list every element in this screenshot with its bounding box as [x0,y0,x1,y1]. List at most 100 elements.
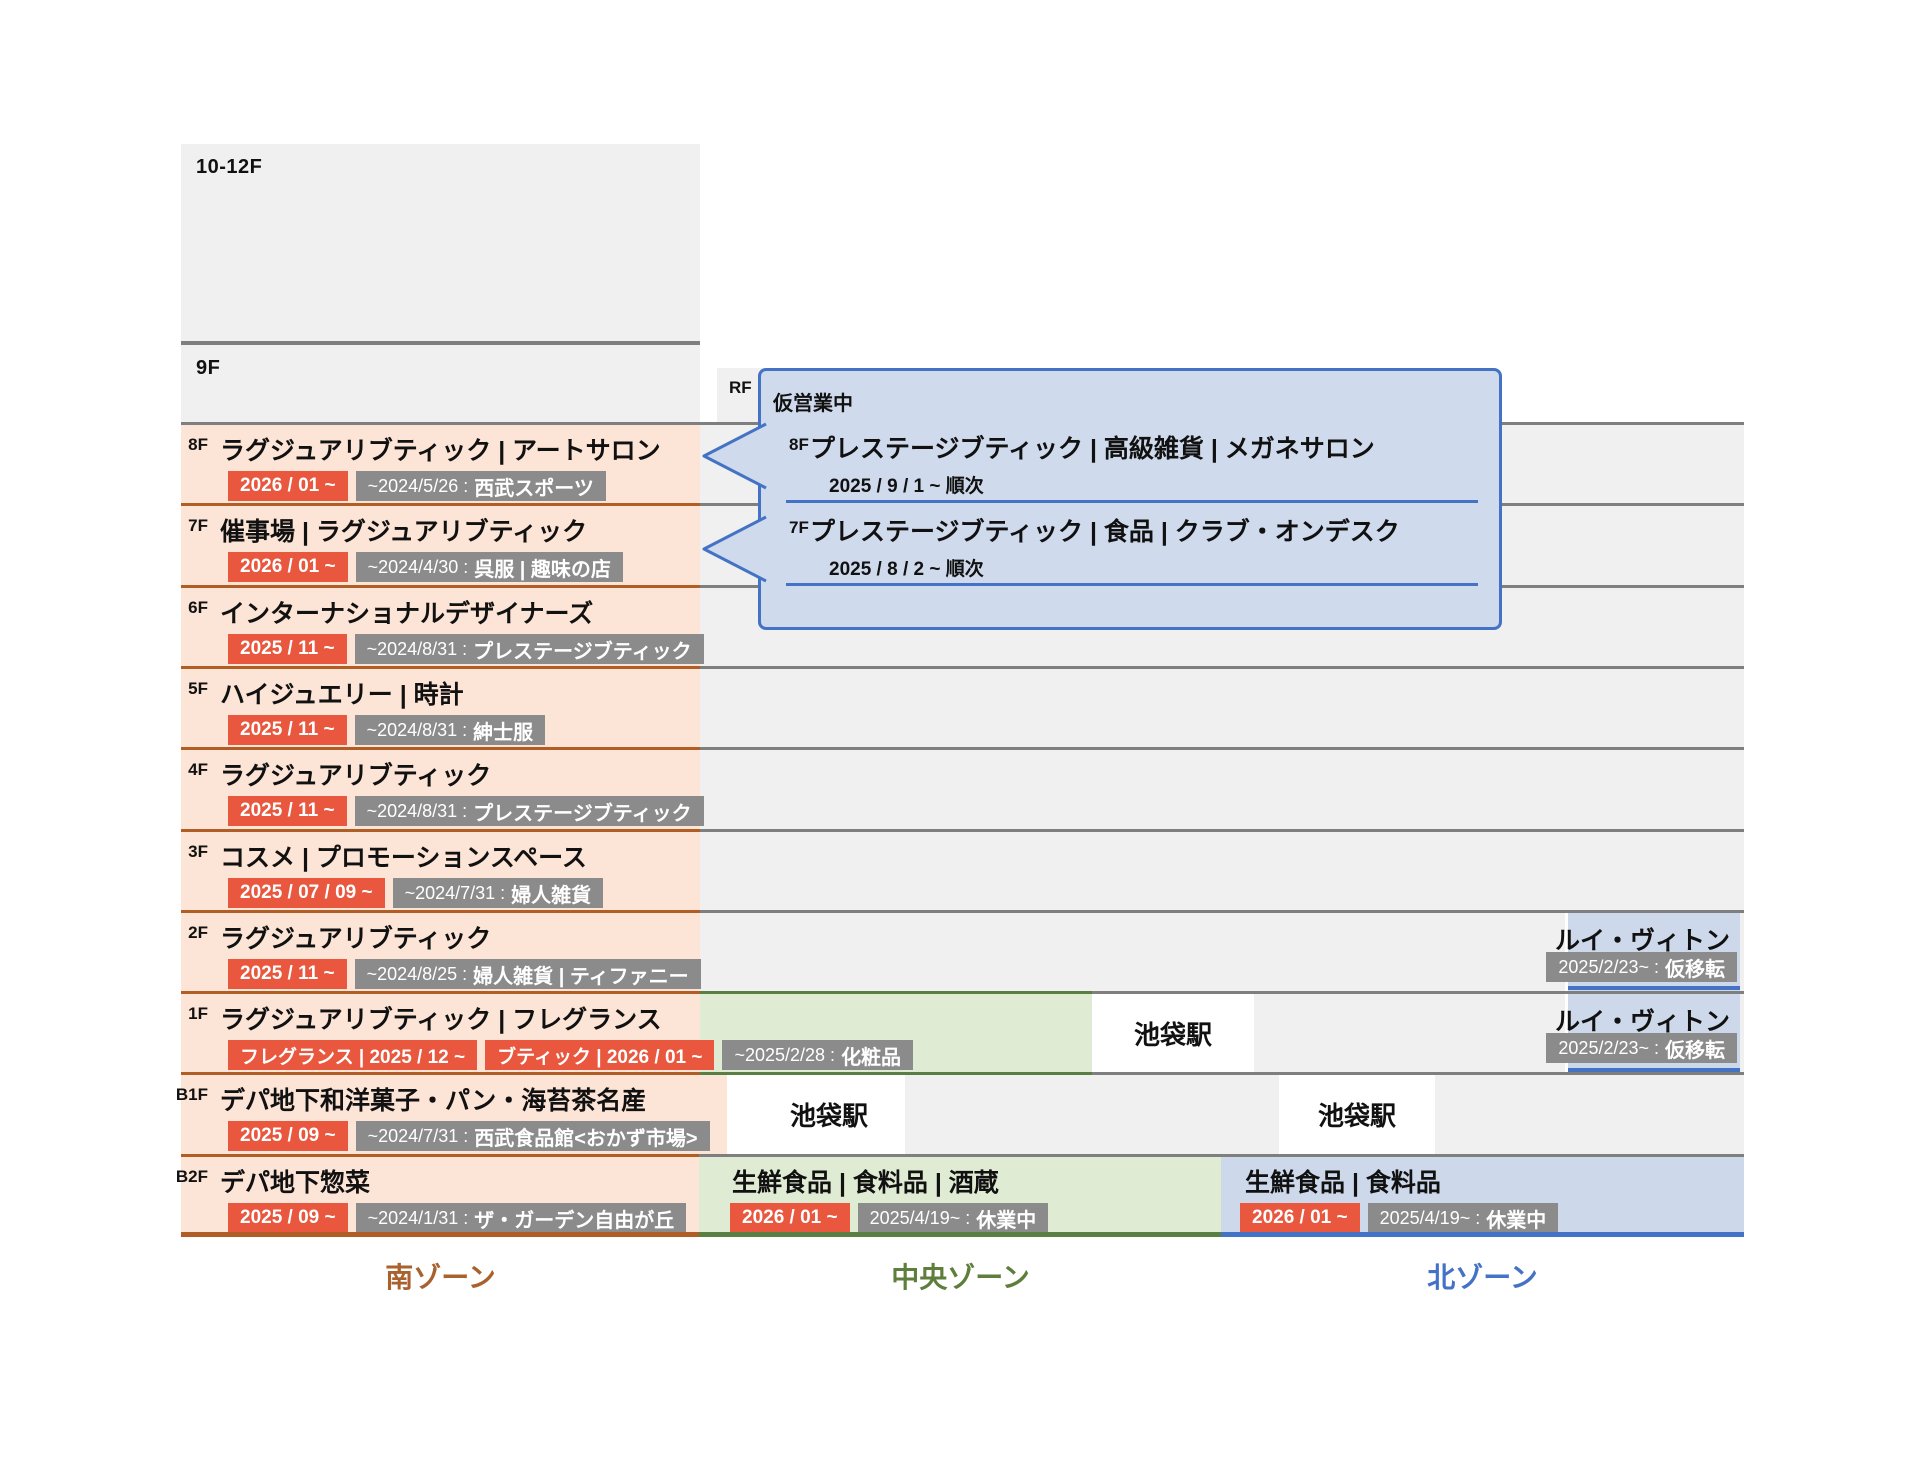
louis-vuitton-title: ルイ・ヴィトン [1554,1008,1730,1036]
callout-floor-label: 8F [789,435,809,454]
ninth-floor-label: 9F [196,357,221,379]
open-date-badge: 2025 / 09 ~ [228,1121,348,1151]
previous-tenant-badge: ~2024/4/30 :呉服 | 趣味の店 [355,552,623,582]
south-line [181,1154,699,1157]
open-date-badge: 2025 / 09 ~ [228,1203,348,1233]
row-line [181,747,1744,750]
divider-10-9 [181,341,700,345]
callout-divider [786,500,1478,503]
previous-tenant-badge: ~2024/7/31 :婦人雑貨 [392,878,604,908]
floor-title: ラグジュアリブティック | アートサロン [220,437,661,465]
south-line [181,991,700,994]
row-line [181,666,1744,669]
previous-tenant-badge: ~2024/8/25 :婦人雑貨 | ティファニー [354,959,701,989]
zone-label-central: 中央ゾーン [891,1262,1030,1293]
open-date-badge: 2026 / 01 ~ [730,1203,850,1233]
closed-status-badge: 2025/4/19~ :休業中 [857,1203,1049,1233]
previous-tenant-badge: ~2025/2/28 :化粧品 [722,1040,914,1070]
callout-title: プレステージブティック | 高級雑貨 | メガネサロン [810,435,1375,463]
floor-label: 3F [188,842,208,861]
floor-label: 2F [188,923,208,942]
callout-date: 2025 / 8 / 2 ~ 順次 [829,559,984,580]
open-date-badge: 2025 / 11 ~ [228,715,347,745]
floor-title: コスメ | プロモーションスペース [220,844,587,872]
floor-label: B2F [175,1167,208,1186]
open-date-badge: 2026 / 01 ~ [228,552,348,582]
ikebukuro-station-box: 池袋駅 [727,1075,905,1154]
floor-title: デパ地下惣菜 [220,1169,371,1197]
central-bottom-line [699,1232,1221,1237]
floor-title: デパ地下和洋菓子・パン・海苔茶名産 [220,1087,647,1115]
callout-pointer-arrows [702,422,767,583]
floor-title: ラグジュアリブティック [220,762,492,790]
central-line [700,991,1092,994]
zone-label-south: 南ゾーン [385,1262,496,1293]
floor-title: 催事場 | ラグジュアリブティック [220,518,588,546]
gap [1565,910,1568,991]
previous-tenant-badge: ~2024/8/31 :プレステージブティック [354,634,704,664]
floor-row-b1f: 池袋駅 池袋駅 B1F デパ地下和洋菓子・パン・海苔茶名産 2025 / 09 … [176,1072,1744,1154]
open-date-badge: 2025 / 07 / 09 ~ [228,878,385,908]
central-line [700,1072,1092,1075]
ikebukuro-station-box: 池袋駅 [1092,994,1254,1072]
previous-tenant-badge: ~2024/7/31 :西武食品館<おかず市場> [355,1121,710,1151]
roof-floor-label: RF [729,378,752,397]
callout-floor-label: 7F [789,518,809,537]
south-bottom-line [181,1232,699,1237]
callout-date: 2025 / 9 / 1 ~ 順次 [829,476,984,497]
zone-label-north: 北ゾーン [1427,1262,1538,1293]
open-date-badge: 2026 / 01 ~ [1240,1203,1360,1233]
previous-tenant-badge: ~2024/8/31 :プレステージブティック [354,796,704,826]
closed-status-badge: 2025/4/19~ :休業中 [1367,1203,1559,1233]
previous-tenant-badge: ~2024/1/31 :ザ・ガーデン自由が丘 [355,1203,687,1233]
north-line [1568,986,1740,990]
north-food-title: 生鮮食品 | 食料品 [1245,1169,1441,1197]
previous-tenant-badge: ~2024/8/31 :紳士服 [354,715,546,745]
floor-label: 8F [188,435,208,454]
floor-label: 4F [188,760,208,779]
floor-title: ラグジュアリブティック | フレグランス [220,1006,662,1034]
floor-row-b2f: B2F デパ地下惣菜 2025 / 09 ~~2024/1/31 :ザ・ガーデン… [176,1154,1744,1233]
south-line [181,910,700,913]
south-line [181,1072,727,1075]
floor-label: 5F [188,679,208,698]
upper-floors-label: 10-12F [196,156,263,178]
north-line [1568,1068,1740,1072]
south-line [181,747,700,750]
floor-label: 1F [188,1004,208,1023]
floor-label: B1F [175,1085,208,1104]
callout-title: プレステージブティック | 食品 | クラブ・オンデスク [810,518,1400,546]
louis-vuitton-badge: 2025/2/23~ :仮移転 [1546,1033,1737,1063]
floor-title: ハイジュエリー | 時計 [220,681,464,709]
open-date-badge: 2025 / 11 ~ [228,959,347,989]
louis-vuitton-badge: 2025/2/23~ :仮移転 [1546,952,1737,982]
floor-label: 7F [188,516,208,535]
central-food-title: 生鮮食品 | 食料品 | 酒蔵 [732,1169,999,1197]
gap [1565,991,1568,1072]
upper-floors-box: 10-12F [181,144,700,341]
ninth-floor-box: 9F [181,345,700,422]
south-line [181,666,700,669]
row-line [181,829,1744,832]
open-date-badge-fragrance: フレグランス | 2025 / 12 ~ [228,1040,478,1070]
row-line [181,910,1744,913]
louis-vuitton-title: ルイ・ヴィトン [1554,927,1730,955]
open-date-badge: 2026 / 01 ~ [228,471,348,501]
ikebukuro-station-box: 池袋駅 [1279,1075,1435,1154]
callout-status: 仮営業中 [773,393,853,415]
floor-row-4f: 4F ラグジュアリブティック 2025 / 11 ~~2024/8/31 :プレ… [181,747,1744,829]
south-line [181,503,700,506]
temporary-operation-callout: 仮営業中 8F プレステージブティック | 高級雑貨 | メガネサロン 2025… [758,368,1502,630]
floor-title: インターナショナルデザイナーズ [220,600,594,628]
previous-tenant-badge: ~2024/5/26 :西武スポーツ [355,471,606,501]
open-date-badge: 2025 / 11 ~ [228,634,347,664]
floor-label: 6F [188,598,208,617]
floor-row-3f: 3F コスメ | プロモーションスペース 2025 / 07 / 09 ~~20… [181,829,1744,910]
row-line [181,1154,1744,1157]
floor-row-5f: 5F ハイジュエリー | 時計 2025 / 11 ~~2024/8/31 :紳… [181,666,1744,747]
south-line [181,585,700,588]
open-date-badge-boutique: ブティック | 2026 / 01 ~ [485,1040,715,1070]
open-date-badge: 2025 / 11 ~ [228,796,347,826]
floor-row-1f: 池袋駅 1F ラグジュアリブティック | フレグランス フレグランス | 202… [181,991,1744,1072]
